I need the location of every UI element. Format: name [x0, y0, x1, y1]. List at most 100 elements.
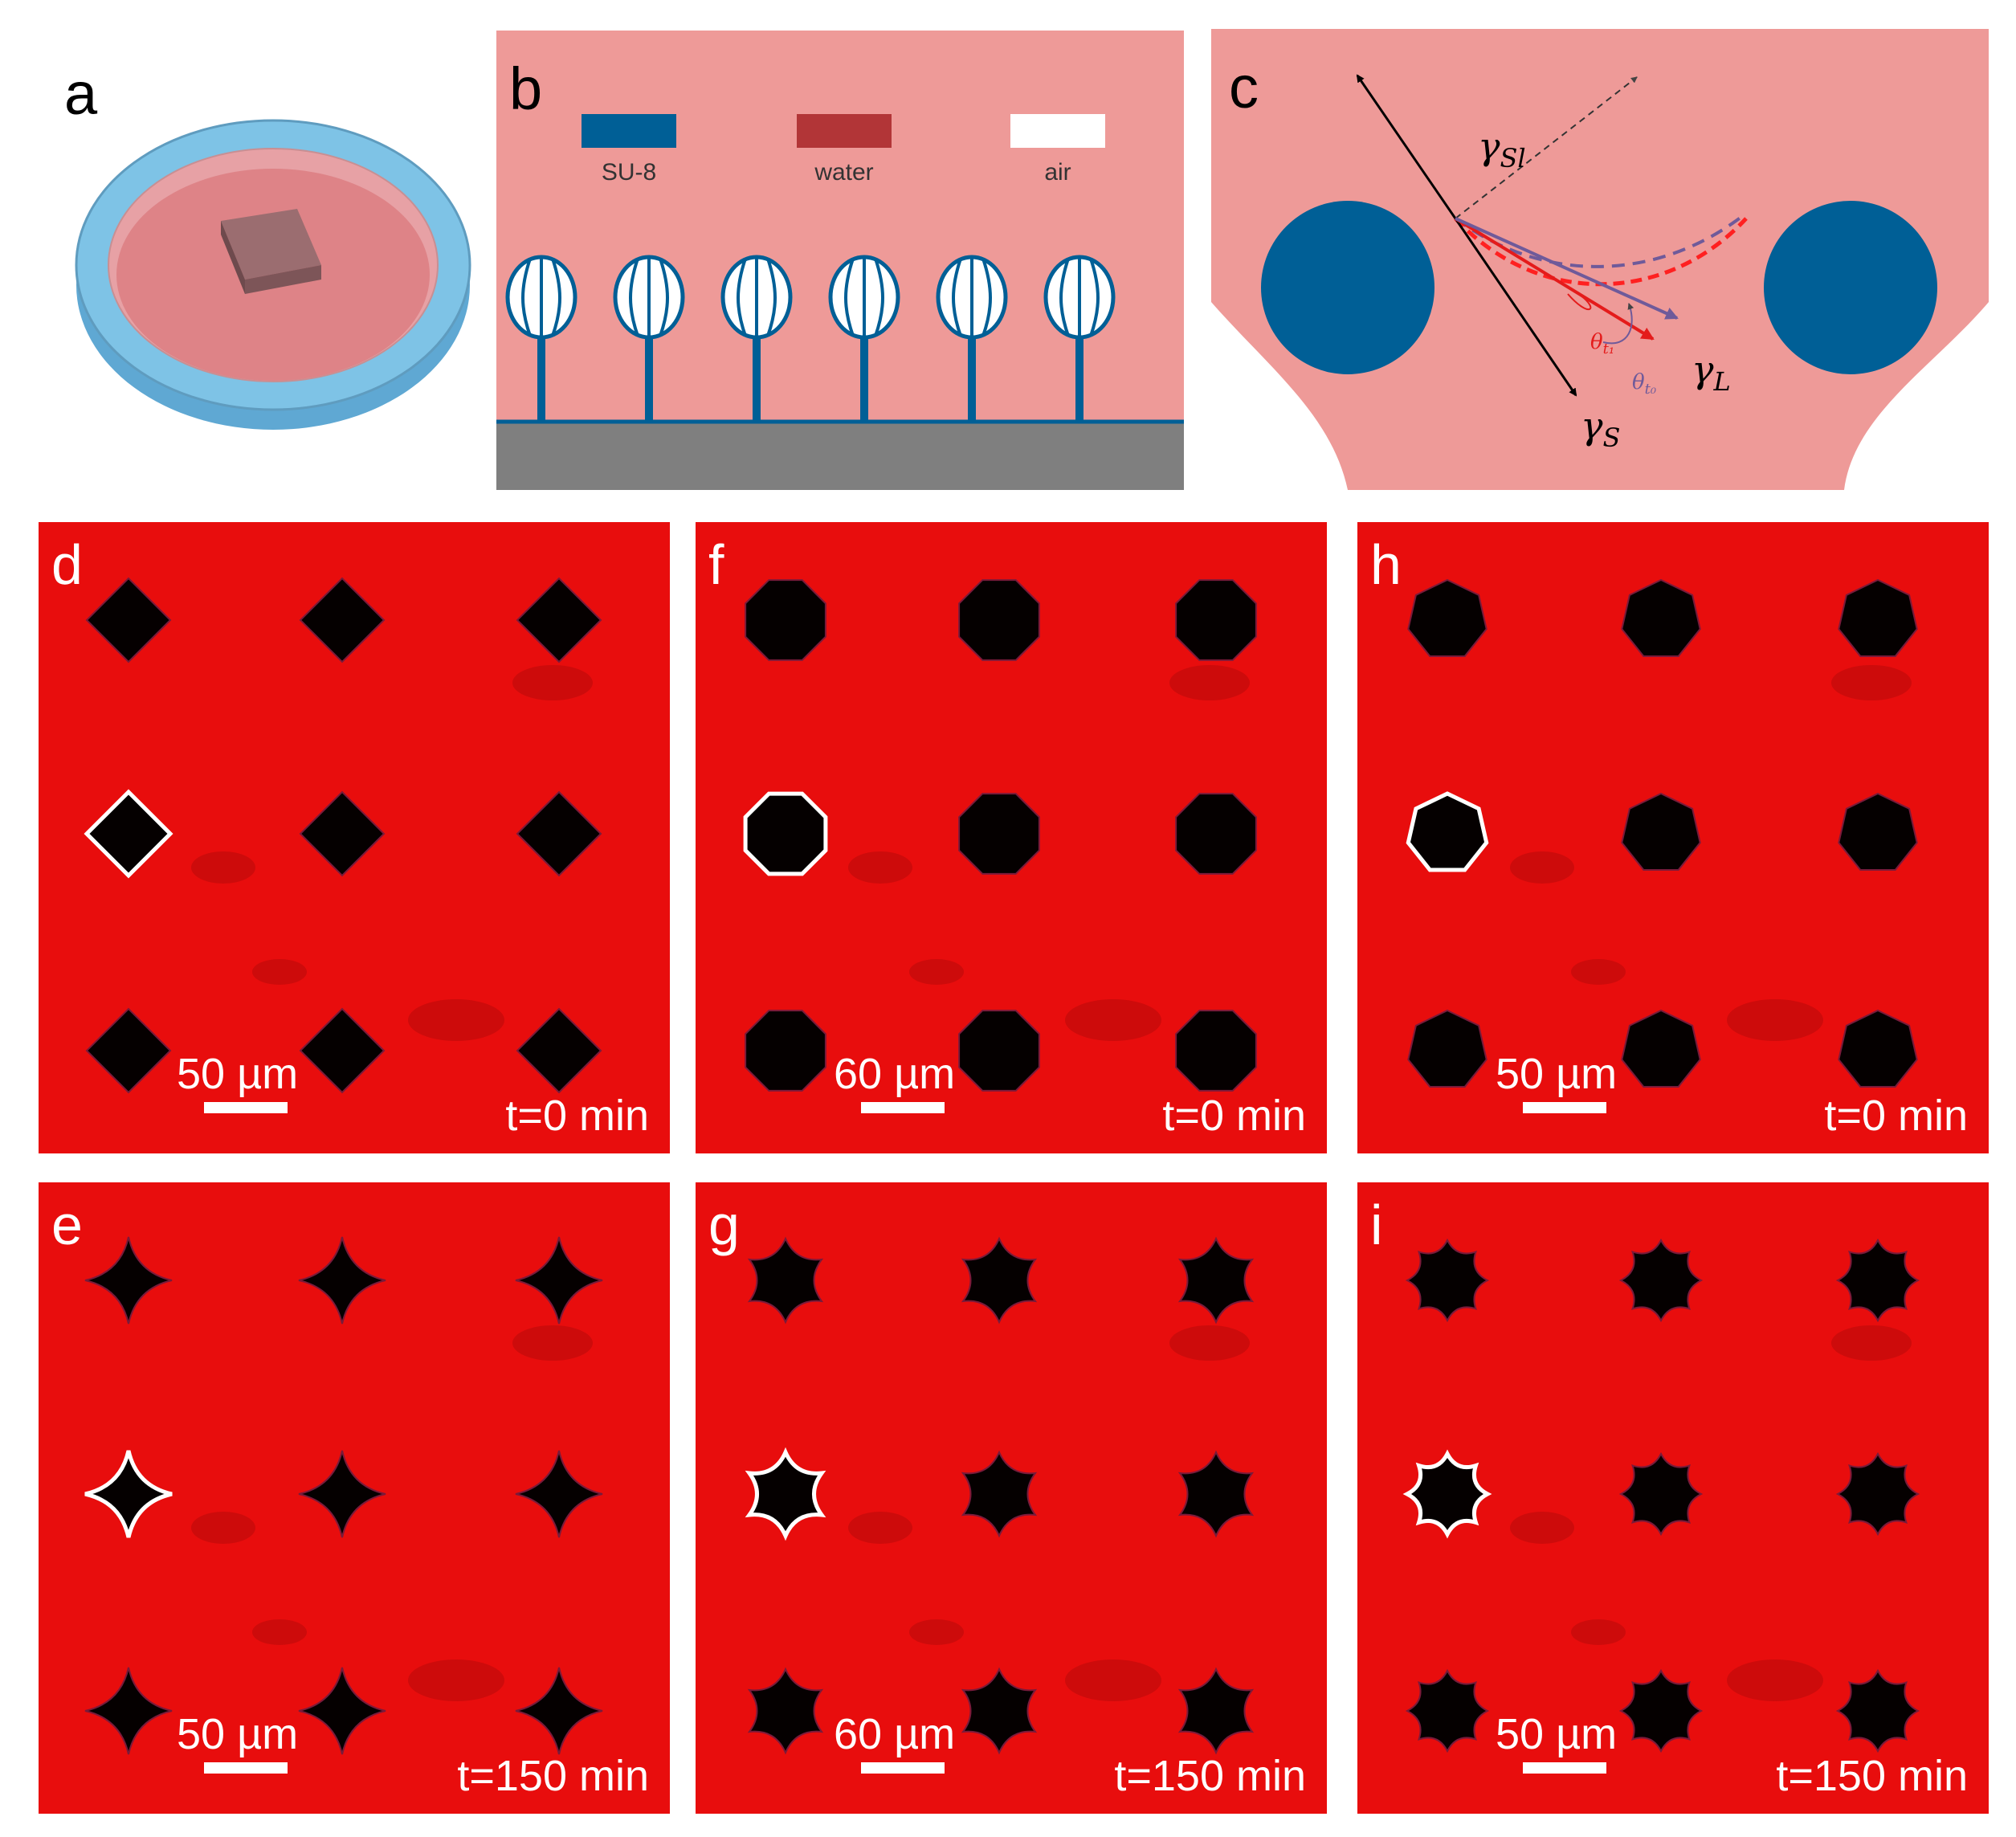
- pore: [298, 1450, 386, 1538]
- label-gamma-s: γS: [1581, 404, 1620, 453]
- pore: [84, 1236, 173, 1325]
- time-stamp: t=0 min: [505, 1092, 649, 1140]
- scale-bar-label: 50 µm: [177, 1050, 299, 1098]
- scale-bar-label: 60 µm: [834, 1710, 956, 1758]
- pore: [298, 1667, 386, 1755]
- pore: [1621, 1009, 1701, 1088]
- pore: [745, 1010, 826, 1092]
- pore: [516, 1007, 602, 1094]
- pillar: [613, 255, 685, 423]
- pore: [747, 1667, 824, 1755]
- pore: [1175, 1010, 1257, 1092]
- scale-bar-label: 60 µm: [834, 1050, 956, 1098]
- micrograph-image: [696, 522, 1327, 1153]
- pore: [1835, 1668, 1920, 1753]
- label-gamma-l: γL: [1692, 348, 1731, 397]
- panel-label-d: d: [51, 533, 83, 596]
- pore: [84, 1667, 173, 1755]
- scale-bar: [1523, 1102, 1606, 1113]
- panel-label-f: f: [708, 533, 724, 596]
- scale-bar-label: 50 µm: [177, 1710, 299, 1758]
- pore: [958, 793, 1040, 875]
- legend-label-water: water: [814, 159, 873, 186]
- scale-bar: [861, 1102, 945, 1113]
- pore: [299, 790, 386, 877]
- pillar: [720, 255, 793, 423]
- scale-bar: [861, 1762, 945, 1774]
- outlined-pore: [743, 791, 828, 876]
- pillar: [1043, 255, 1116, 423]
- scale-bar: [1523, 1762, 1606, 1774]
- outlined-pore: [1402, 1449, 1492, 1539]
- scale-bar: [204, 1102, 288, 1113]
- pillar: [936, 255, 1008, 423]
- pillar: [505, 255, 577, 423]
- panel-c: γSl γL γS θt₁ θt₀ c: [1211, 29, 1989, 490]
- micrograph-image: [1357, 522, 1989, 1153]
- panel-label-c: c: [1229, 54, 1259, 120]
- panel-label-i: i: [1370, 1194, 1383, 1256]
- time-stamp: t=0 min: [1824, 1092, 1968, 1140]
- pore: [1838, 578, 1918, 657]
- pore: [1177, 1667, 1255, 1755]
- pore: [958, 1010, 1040, 1092]
- label-theta-t1: θt₁: [1590, 330, 1614, 357]
- micrograph-image: [39, 1182, 670, 1814]
- pore: [961, 1236, 1038, 1325]
- micrograph-panel-e: e 50 µm t=150 min: [39, 1182, 670, 1814]
- pore: [1177, 1450, 1255, 1538]
- legend-label-su8: SU-8: [602, 159, 656, 186]
- legend-swatch-air: [1010, 114, 1105, 148]
- pore: [1175, 579, 1257, 661]
- label-theta-t0: θt₀: [1632, 370, 1656, 398]
- pore: [515, 1667, 603, 1755]
- pore: [1618, 1451, 1704, 1537]
- pore: [1407, 578, 1488, 657]
- time-stamp: t=150 min: [1114, 1752, 1306, 1800]
- pore: [1405, 1668, 1490, 1753]
- pore: [515, 1450, 603, 1538]
- panel-label-b: b: [509, 55, 543, 122]
- panel-label-h: h: [1370, 533, 1402, 596]
- pore: [85, 1007, 172, 1094]
- micrograph-image: [39, 522, 670, 1153]
- panel-label-e: e: [51, 1194, 83, 1256]
- outlined-pore: [1406, 791, 1489, 872]
- su8-post-left: [1261, 201, 1434, 374]
- pore: [1621, 578, 1701, 657]
- micrograph-image: [1357, 1182, 1989, 1814]
- micrograph-panel-f: f 60 µm t=0 min: [696, 522, 1327, 1153]
- scale-bar: [204, 1762, 288, 1774]
- pore: [747, 1236, 824, 1325]
- pore: [299, 1007, 386, 1094]
- pore: [1618, 1668, 1704, 1753]
- legend-swatch-water: [797, 114, 892, 148]
- time-stamp: t=150 min: [457, 1752, 649, 1800]
- pore: [958, 579, 1040, 661]
- pore: [1621, 792, 1701, 871]
- pore: [1838, 792, 1918, 871]
- micrograph-image: [696, 1182, 1327, 1814]
- legend-swatch-su8: [582, 114, 676, 148]
- pore: [516, 577, 602, 663]
- pore: [516, 790, 602, 877]
- pore: [745, 579, 826, 661]
- pore: [1618, 1238, 1704, 1323]
- outlined-pore: [745, 1447, 826, 1541]
- pore: [961, 1450, 1038, 1538]
- superhydrophobic-surface-schematic: SU-8 water air: [496, 31, 1184, 490]
- pore: [961, 1667, 1038, 1755]
- petri-dish-illustration: [75, 119, 471, 430]
- micrograph-panel-g: g 60 µm t=150 min: [696, 1182, 1327, 1814]
- pore: [1407, 1009, 1488, 1088]
- outlined-pore: [84, 1450, 173, 1538]
- scale-bar-label: 50 µm: [1496, 1050, 1618, 1098]
- mushroom-pillars: [505, 255, 1116, 423]
- micrograph-panel-d: d 50 µm t=0 min: [39, 522, 670, 1153]
- contact-line-force-diagram: γSl γL γS θt₁ θt₀: [1211, 29, 1989, 490]
- pore: [1838, 1009, 1918, 1088]
- pore: [85, 577, 172, 663]
- pore: [1835, 1238, 1920, 1323]
- time-stamp: t=0 min: [1162, 1092, 1306, 1140]
- pore: [1405, 1238, 1490, 1323]
